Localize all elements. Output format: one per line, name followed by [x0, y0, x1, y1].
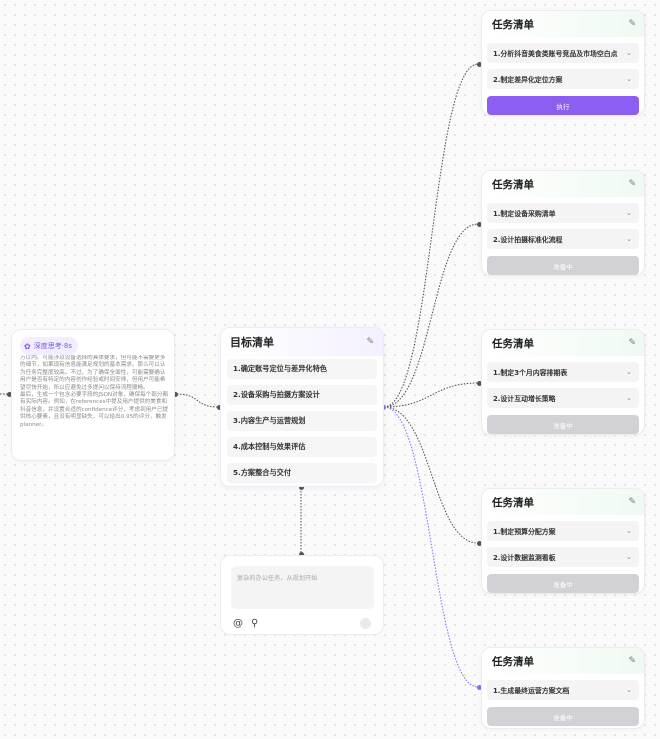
- task-item[interactable]: 1.制定3个月内容排期表 ⌄: [487, 362, 639, 382]
- chevron-down-icon: ⌄: [626, 209, 632, 217]
- edit-icon[interactable]: ✎: [628, 656, 636, 666]
- goal-item[interactable]: 3.内容生产与运营规划: [227, 411, 377, 431]
- task-list-card: 任务清单 ✎ 1.制定设备采购清单 ⌄ 2.设计拍摄标准化流程 ⌄ 准备中: [481, 170, 645, 276]
- task-item[interactable]: 2.制定差异化定位方案 ⌄: [487, 69, 639, 89]
- task-list-header: 任务清单 ✎: [482, 330, 644, 356]
- task-item[interactable]: 1.分析抖音美食类账号竞品及市场空白点 ⌄: [487, 43, 639, 63]
- thinking-badge[interactable]: ✿ 深度思考·8s: [20, 337, 79, 355]
- task-item[interactable]: 1.制定预算分配方案 ⌄: [487, 521, 639, 541]
- task-item[interactable]: 2.设计拍摄标准化流程 ⌄: [487, 229, 639, 249]
- task-list-card: 任务清单 ✎ 1.生成最终运营方案文档 ⌄ 准备中: [481, 647, 645, 729]
- task-list-title: 任务清单: [492, 178, 534, 191]
- task-list-header: 任务清单 ✎: [482, 489, 644, 515]
- chevron-down-icon: ⌄: [626, 394, 632, 402]
- goal-item[interactable]: 2.设备采购与拍摄方案设计: [227, 385, 377, 405]
- chevron-down-icon: ⌄: [626, 686, 632, 694]
- connector-port: [7, 392, 12, 397]
- connector-port: [477, 62, 482, 67]
- task-item-label: 2.设计拍摄标准化流程: [493, 236, 563, 244]
- task-item-label: 1.制定设备采购清单: [493, 210, 556, 218]
- task-item[interactable]: 2.设计数据监测看板 ⌄: [487, 547, 639, 567]
- edit-icon[interactable]: ✎: [628, 179, 636, 189]
- thinking-text: 万以内。可能涉及设备选择的具体要求，但可能不需要更多的细节，如果现有信息能满足规…: [20, 355, 170, 459]
- thinking-paragraph: 最后，生成一个包含必要字段的JSON对象，确保每个部分都有实际内容。例如，在re…: [20, 392, 169, 428]
- goal-item[interactable]: 5.方案整合与交付: [227, 463, 377, 483]
- task-list-title: 任务清单: [492, 18, 534, 31]
- edit-icon[interactable]: ✎: [366, 337, 374, 347]
- connector-port: [217, 405, 222, 410]
- execute-button[interactable]: 执行: [487, 96, 639, 115]
- thinking-badge-label: 深度思考·8s: [33, 342, 73, 350]
- chevron-down-icon: ⌄: [626, 235, 632, 243]
- task-list-card: 任务清单 ✎ 1.制定预算分配方案 ⌄ 2.设计数据监测看板 ⌄ 准备中: [481, 488, 645, 594]
- goal-list-card: 目标清单 ✎ 1.确定账号定位与差异化特色 2.设备采购与拍摄方案设计 3.内容…: [220, 327, 384, 487]
- goal-list-header: 目标清单 ✎: [221, 328, 383, 356]
- pending-button[interactable]: 准备中: [487, 415, 639, 434]
- thinking-card: ✿ 深度思考·8s 万以内。可能涉及设备选择的具体要求，但可能不需要更多的细节，…: [11, 329, 175, 461]
- connector-port: [173, 392, 178, 397]
- goal-item[interactable]: 4.成本控制与效果评估: [227, 437, 377, 457]
- sparkle-icon: ✿: [24, 341, 31, 351]
- send-button[interactable]: [360, 618, 371, 629]
- chevron-down-icon: ⌄: [626, 49, 632, 57]
- task-list-title: 任务清单: [492, 337, 534, 350]
- edit-icon[interactable]: ✎: [628, 19, 636, 29]
- task-list-card: 任务清单 ✎ 1.分析抖音美食类账号竞品及市场空白点 ⌄ 2.制定差异化定位方案…: [481, 10, 645, 116]
- edit-icon[interactable]: ✎: [628, 338, 636, 348]
- task-item-label: 1.分析抖音美食类账号竞品及市场空白点: [493, 50, 618, 58]
- task-list-title: 任务清单: [492, 496, 534, 509]
- edit-icon[interactable]: ✎: [628, 497, 636, 507]
- thinking-paragraph: 万以内。可能涉及设备选择的具体要求，但可能不需要更多的细节，如果现有信息能满足规…: [20, 355, 166, 391]
- connector-port: [477, 222, 482, 227]
- task-item[interactable]: 2.设计互动增长策略 ⌄: [487, 388, 639, 408]
- task-list-title: 任务清单: [492, 655, 534, 668]
- task-input-card: 复杂的办公任务，从规划开始 @ ⚲: [220, 555, 384, 635]
- connector-port: [299, 485, 304, 490]
- at-icon[interactable]: @: [233, 618, 243, 629]
- pending-button[interactable]: 准备中: [487, 707, 639, 726]
- task-item[interactable]: 1.制定设备采购清单 ⌄: [487, 203, 639, 223]
- goal-item[interactable]: 1.确定账号定位与差异化特色: [227, 359, 377, 379]
- task-item-label: 2.设计数据监测看板: [493, 554, 556, 562]
- task-input[interactable]: 复杂的办公任务，从规划开始: [231, 566, 374, 609]
- task-list-header: 任务清单 ✎: [482, 648, 644, 674]
- task-list-header: 任务清单 ✎: [482, 11, 644, 37]
- task-item-label: 1.制定预算分配方案: [493, 528, 556, 536]
- chevron-down-icon: ⌄: [626, 75, 632, 83]
- pending-button[interactable]: 准备中: [487, 574, 639, 593]
- connector-port: [477, 685, 482, 690]
- chevron-down-icon: ⌄: [626, 553, 632, 561]
- connector-port: [299, 552, 304, 557]
- task-item-label: 2.制定差异化定位方案: [493, 76, 563, 84]
- task-list-header: 任务清单 ✎: [482, 171, 644, 197]
- chevron-down-icon: ⌄: [626, 527, 632, 535]
- goal-list-title: 目标清单: [230, 336, 274, 349]
- task-item-label: 2.设计互动增长策略: [493, 395, 556, 403]
- task-item[interactable]: 1.生成最终运营方案文档 ⌄: [487, 680, 639, 700]
- pending-button[interactable]: 准备中: [487, 256, 639, 275]
- paperclip-icon[interactable]: ⚲: [251, 618, 259, 629]
- connector-port: [477, 381, 482, 386]
- task-item-label: 1.制定3个月内容排期表: [493, 369, 568, 377]
- task-item-label: 1.生成最终运营方案文档: [493, 687, 570, 695]
- chevron-down-icon: ⌄: [626, 368, 632, 376]
- task-list-card: 任务清单 ✎ 1.制定3个月内容排期表 ⌄ 2.设计互动增长策略 ⌄ 准备中: [481, 329, 645, 435]
- connector-port: [477, 541, 482, 546]
